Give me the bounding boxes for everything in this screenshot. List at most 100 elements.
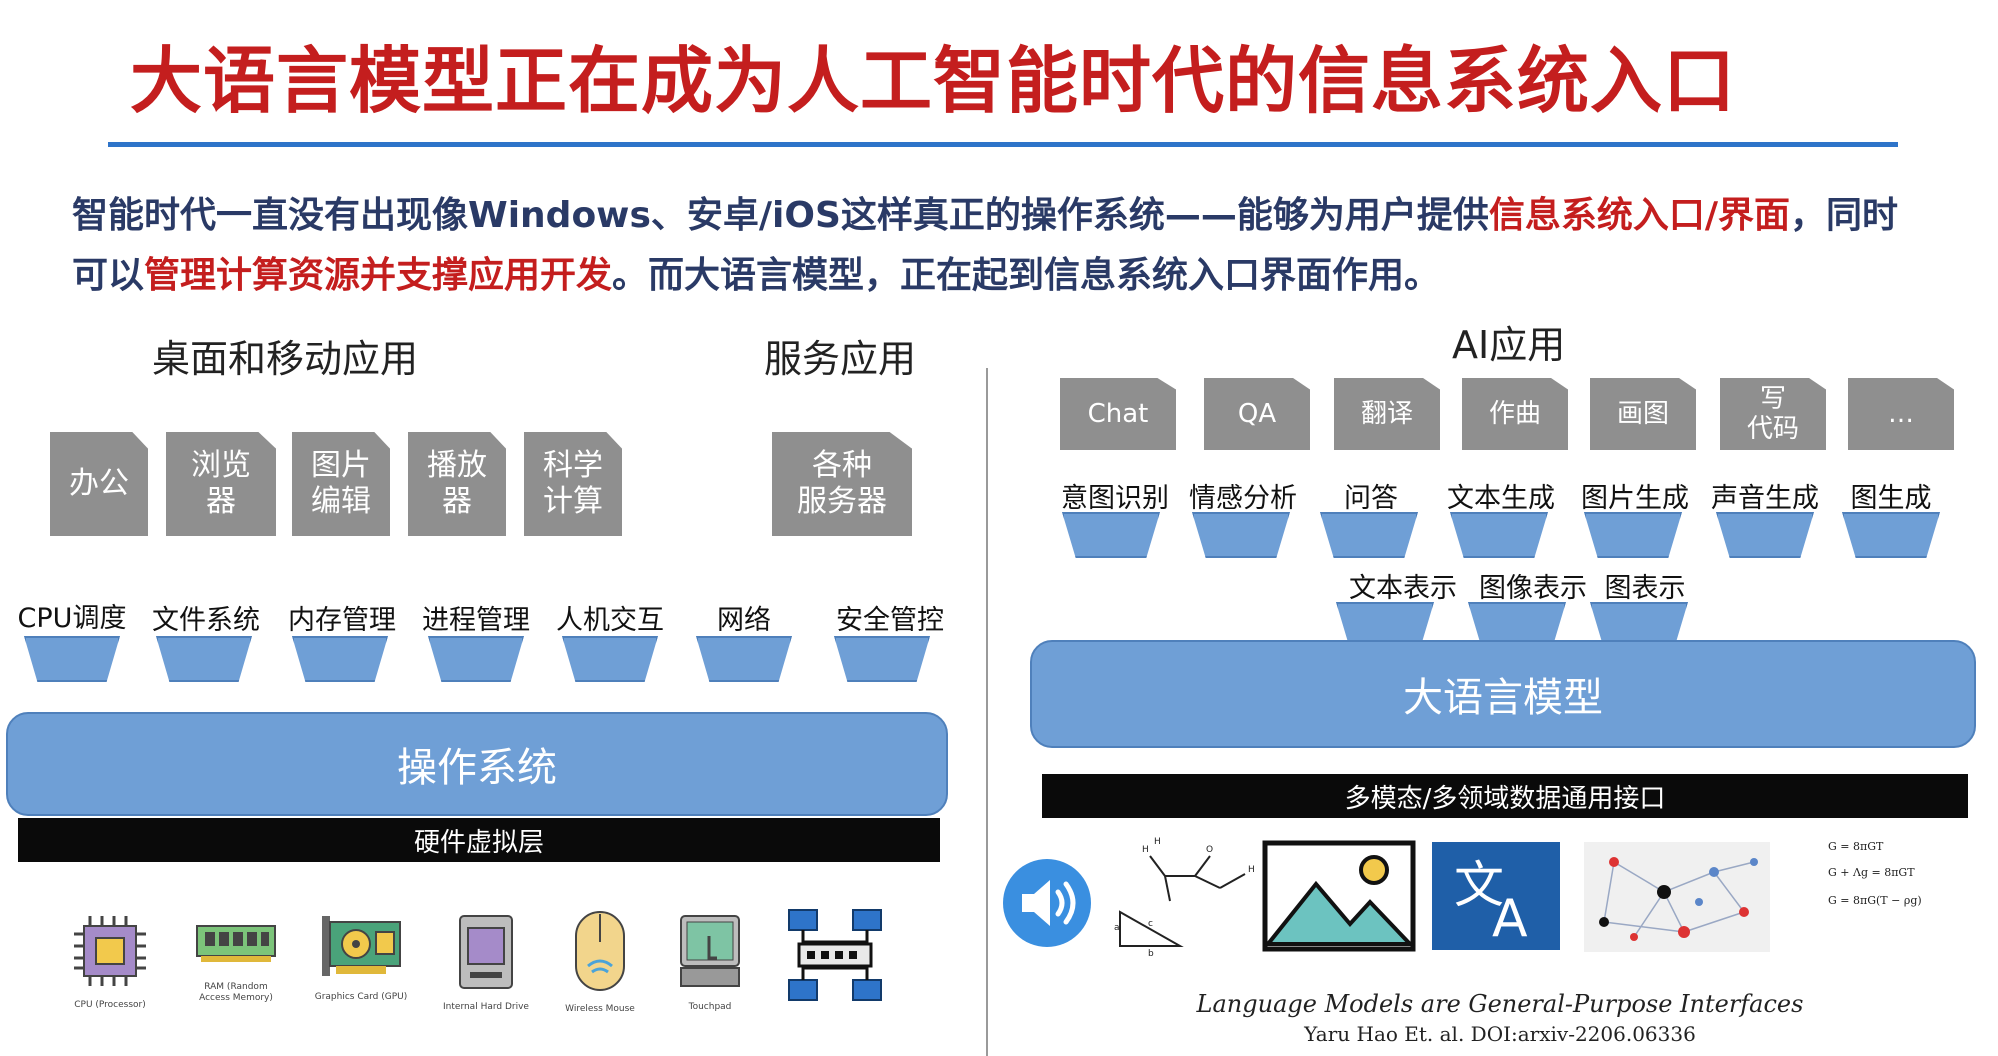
speaker-icon bbox=[1000, 856, 1094, 954]
device-network bbox=[780, 906, 890, 1010]
app-tile-scientific-computing: 科学 计算 bbox=[524, 432, 622, 536]
os-bar: 操作系统 bbox=[6, 712, 948, 816]
device-cpu: CPU (Processor) bbox=[60, 912, 160, 1011]
page-title: 大语言模型正在成为人工智能时代的信息系统入口 bbox=[130, 39, 1737, 123]
module-graph-gen bbox=[1842, 512, 1940, 558]
service-apps-heading: 服务应用 bbox=[764, 337, 917, 381]
intro-text: ，同时 bbox=[1790, 195, 1899, 236]
intro-text: 可以 bbox=[72, 255, 145, 296]
ai-tile-chat: Chat bbox=[1060, 378, 1176, 450]
llm-bar: 大语言模型 bbox=[1030, 640, 1976, 748]
module-file-system bbox=[156, 636, 252, 682]
ram-icon bbox=[196, 925, 276, 962]
device-caption: Wireless Mouse bbox=[565, 1004, 635, 1014]
ai-tile-qa: QA bbox=[1204, 378, 1310, 450]
multimodal-interface-bar: 多模态/多领域数据通用接口 bbox=[1042, 774, 1968, 818]
svg-text:H: H bbox=[1248, 865, 1255, 875]
rep-label-graph: 图表示 bbox=[1604, 573, 1686, 604]
svg-text:H: H bbox=[1154, 837, 1161, 847]
module-label-security: 安全管控 bbox=[836, 605, 944, 636]
module-label-qa: 问答 bbox=[1344, 483, 1398, 514]
module-label-image-gen: 图片生成 bbox=[1581, 483, 1689, 514]
svg-text:G = 8πG(T − ρg): G = 8πG(T − ρg) bbox=[1828, 894, 1922, 907]
svg-text:G + Λg = 8πGT: G + Λg = 8πGT bbox=[1828, 866, 1915, 879]
module-label-process-management: 进程管理 bbox=[422, 605, 530, 636]
intro-line-1: 智能时代一直没有出现像Windows、安卓/iOS这样真正的操作系统——能够为用… bbox=[72, 186, 1972, 238]
rep-label-text: 文本表示 bbox=[1349, 573, 1457, 604]
module-label-graph-gen: 图生成 bbox=[1850, 483, 1932, 514]
ai-tile-draw: 画图 bbox=[1590, 378, 1696, 450]
app-tile-servers: 各种 服务器 bbox=[772, 432, 912, 536]
app-tile-office: 办公 bbox=[50, 432, 148, 536]
svg-text:c: c bbox=[1148, 919, 1153, 929]
module-label-text-gen: 文本生成 bbox=[1447, 483, 1555, 514]
svg-text:b: b bbox=[1148, 949, 1154, 956]
module-sound-gen bbox=[1716, 512, 1814, 558]
citation-title: Language Models are General-Purpose Inte… bbox=[1196, 990, 1804, 1018]
app-tile-image-editor: 图片 编辑 bbox=[292, 432, 390, 536]
ai-tile-compose: 作曲 bbox=[1462, 378, 1568, 450]
device-caption: Touchpad bbox=[688, 1002, 732, 1012]
device-hard-drive: Internal Hard Drive bbox=[436, 912, 536, 1013]
app-tile-player: 播放 器 bbox=[408, 432, 506, 536]
module-label-hci: 人机交互 bbox=[556, 605, 664, 636]
module-label-sentiment: 情感分析 bbox=[1189, 483, 1297, 514]
module-text-gen bbox=[1450, 512, 1548, 558]
device-mouse: Wireless Mouse bbox=[550, 908, 650, 1015]
network-icon bbox=[788, 909, 882, 1001]
device-ram: RAM (Random Access Memory) bbox=[186, 912, 286, 1004]
module-sentiment bbox=[1192, 512, 1290, 558]
svg-text:H: H bbox=[1142, 845, 1149, 855]
module-security bbox=[834, 636, 930, 682]
intro-text: 智能时代一直没有出现像Windows、安卓/iOS这样真正的操作系统——能够为用… bbox=[72, 195, 1489, 236]
title-underline bbox=[108, 142, 1898, 147]
module-qa bbox=[1320, 512, 1418, 558]
device-caption: CPU (Processor) bbox=[74, 1000, 146, 1010]
cpu-icon bbox=[74, 916, 146, 986]
gpu-card-icon bbox=[322, 916, 401, 976]
hard-drive-icon bbox=[459, 915, 513, 989]
wireless-mouse-icon bbox=[575, 911, 625, 991]
rep-label-image: 图像表示 bbox=[1479, 573, 1587, 604]
ai-tile-code: 写 代码 bbox=[1720, 378, 1826, 450]
equations-icon: G = 8πGT G + Λg = 8πGT G = 8πG(T − ρg) bbox=[1818, 834, 1968, 938]
intro-highlight: 信息系统入口/界面 bbox=[1488, 195, 1791, 236]
module-memory-management bbox=[292, 636, 388, 682]
device-caption: Internal Hard Drive bbox=[443, 1002, 529, 1012]
module-label-cpu-scheduling: CPU调度 bbox=[17, 603, 127, 634]
svg-text:a: a bbox=[1114, 923, 1120, 933]
intro-line-2: 可以管理计算资源并支撑应用开发。而大语言模型，正在起到信息系统入口界面作用。 bbox=[72, 246, 1972, 298]
device-gpu: Graphics Card (GPU) bbox=[306, 912, 416, 1003]
touchpad-icon bbox=[680, 915, 740, 987]
module-label-network: 网络 bbox=[717, 605, 771, 636]
hardware-virtualization-bar: 硬件虚拟层 bbox=[18, 818, 940, 862]
svg-text:A: A bbox=[1492, 889, 1528, 949]
module-image-gen bbox=[1584, 512, 1682, 558]
citation-reference: Yaru Hao Et. al. DOI:arxiv-2206.06336 bbox=[1304, 1022, 1696, 1046]
intro-highlight: 管理计算资源并支撑应用开发 bbox=[144, 255, 613, 296]
module-label-file-system: 文件系统 bbox=[152, 605, 260, 636]
device-caption: RAM (Random Access Memory) bbox=[199, 982, 273, 1003]
desktop-mobile-heading: 桌面和移动应用 bbox=[152, 337, 419, 381]
module-label-memory-management: 内存管理 bbox=[288, 605, 396, 636]
device-touchpad: Touchpad bbox=[660, 912, 760, 1013]
svg-text:O: O bbox=[1206, 845, 1213, 855]
module-network bbox=[696, 636, 792, 682]
module-hci bbox=[562, 636, 658, 682]
intro-text: 。而大语言模型，正在起到信息系统入口界面作用。 bbox=[612, 255, 1441, 296]
image-icon bbox=[1262, 840, 1416, 956]
device-caption: Graphics Card (GPU) bbox=[314, 992, 408, 1002]
svg-text:G = 8πGT: G = 8πGT bbox=[1828, 840, 1884, 853]
graph-network-icon bbox=[1584, 842, 1770, 956]
translate-icon: 文 A bbox=[1432, 842, 1560, 954]
ai-tile-translate: 翻译 bbox=[1334, 378, 1440, 450]
ai-apps-heading: AI应用 bbox=[1452, 323, 1566, 367]
module-cpu-scheduling bbox=[24, 636, 120, 682]
module-process-management bbox=[428, 636, 524, 682]
module-label-sound-gen: 声音生成 bbox=[1711, 483, 1819, 514]
ai-tile-more: … bbox=[1848, 378, 1954, 450]
section-divider bbox=[986, 368, 988, 1056]
svg-text:文: 文 bbox=[1454, 856, 1504, 914]
module-label-intent: 意图识别 bbox=[1061, 483, 1169, 514]
